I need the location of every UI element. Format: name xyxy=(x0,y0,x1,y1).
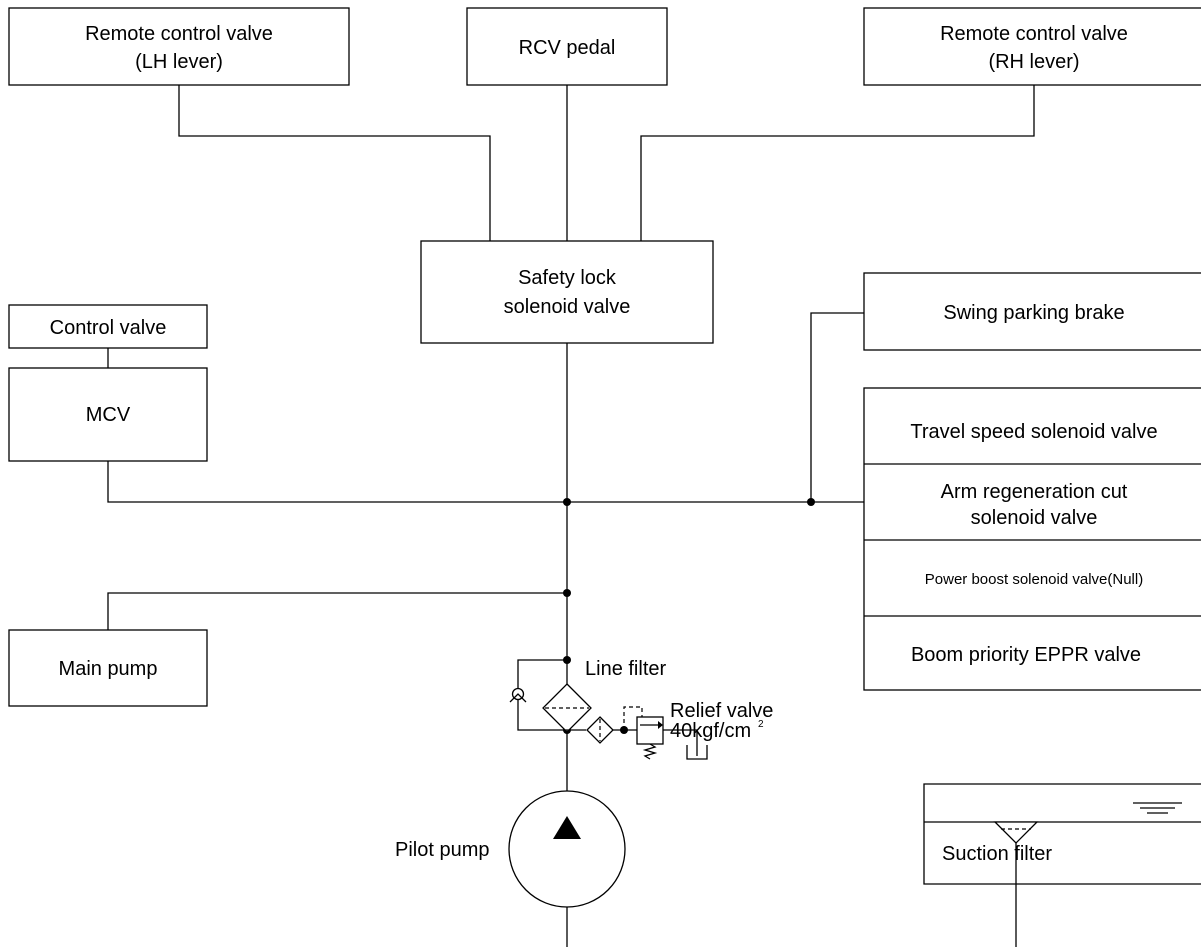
arm-regen-label-line2: solenoid valve xyxy=(971,507,1098,529)
relief-valve-label: Relief valve xyxy=(670,700,773,722)
boom-priority-eppr-label: Boom priority EPPR valve xyxy=(911,644,1141,666)
check-valve-icon xyxy=(509,687,527,703)
relief-valve-pressure-superscript: 2 xyxy=(758,719,764,730)
swing-parking-brake-box: Swing parking brake xyxy=(863,272,1201,351)
hydraulic-tank xyxy=(923,783,1201,947)
junction-dot xyxy=(807,498,815,506)
power-boost-label: Power boost solenoid valve(Null) xyxy=(925,571,1143,588)
arm-regen-label-line1: Arm regeneration cut xyxy=(941,481,1128,503)
suction-filter-label: Suction filter xyxy=(942,843,1052,865)
main-pump-label: Main pump xyxy=(59,658,158,680)
pipe-lines xyxy=(107,85,1035,947)
rcv-rh-lever-box: Remote control valve (RH lever) xyxy=(863,7,1201,86)
rcv-lh-label-line1: Remote control valve xyxy=(85,23,273,45)
safety-lock-label-line1: Safety lock xyxy=(518,267,617,289)
junction-dot xyxy=(563,589,571,597)
line-filter-symbol xyxy=(517,659,592,733)
relief-valve-pressure: 40kgf/cm xyxy=(670,720,751,742)
swing-parking-brake-label: Swing parking brake xyxy=(943,302,1124,324)
pilot-pump-label: Pilot pump xyxy=(395,839,490,861)
rcv-pedal-box: RCV pedal xyxy=(466,7,668,86)
travel-speed-solenoid-label: Travel speed solenoid valve xyxy=(910,421,1157,443)
rcv-pedal-label: RCV pedal xyxy=(519,37,616,59)
safety-lock-label-line2: solenoid valve xyxy=(504,296,631,318)
control-valve-label: Control valve xyxy=(50,317,167,339)
control-valve-box: Control valve xyxy=(8,304,208,349)
solenoid-valve-block: Travel speed solenoid valve Arm regenera… xyxy=(863,387,1201,691)
safety-lock-solenoid-valve-box: Safety lock solenoid valve xyxy=(420,240,714,344)
rcv-rh-label-line1: Remote control valve xyxy=(940,23,1128,45)
mcv-label: MCV xyxy=(86,404,131,426)
junction-dot xyxy=(563,498,571,506)
pilot-pump-symbol xyxy=(508,790,626,908)
rcv-lh-label-line2: (LH lever) xyxy=(135,51,223,73)
mcv-box: MCV xyxy=(8,367,208,462)
line-filter-label: Line filter xyxy=(585,658,666,680)
relief-valve-symbol xyxy=(567,706,708,760)
main-pump-box: Main pump xyxy=(8,629,208,707)
rcv-lh-lever-box: Remote control valve (LH lever) xyxy=(8,7,350,86)
rcv-rh-label-line2: (RH lever) xyxy=(988,51,1079,73)
